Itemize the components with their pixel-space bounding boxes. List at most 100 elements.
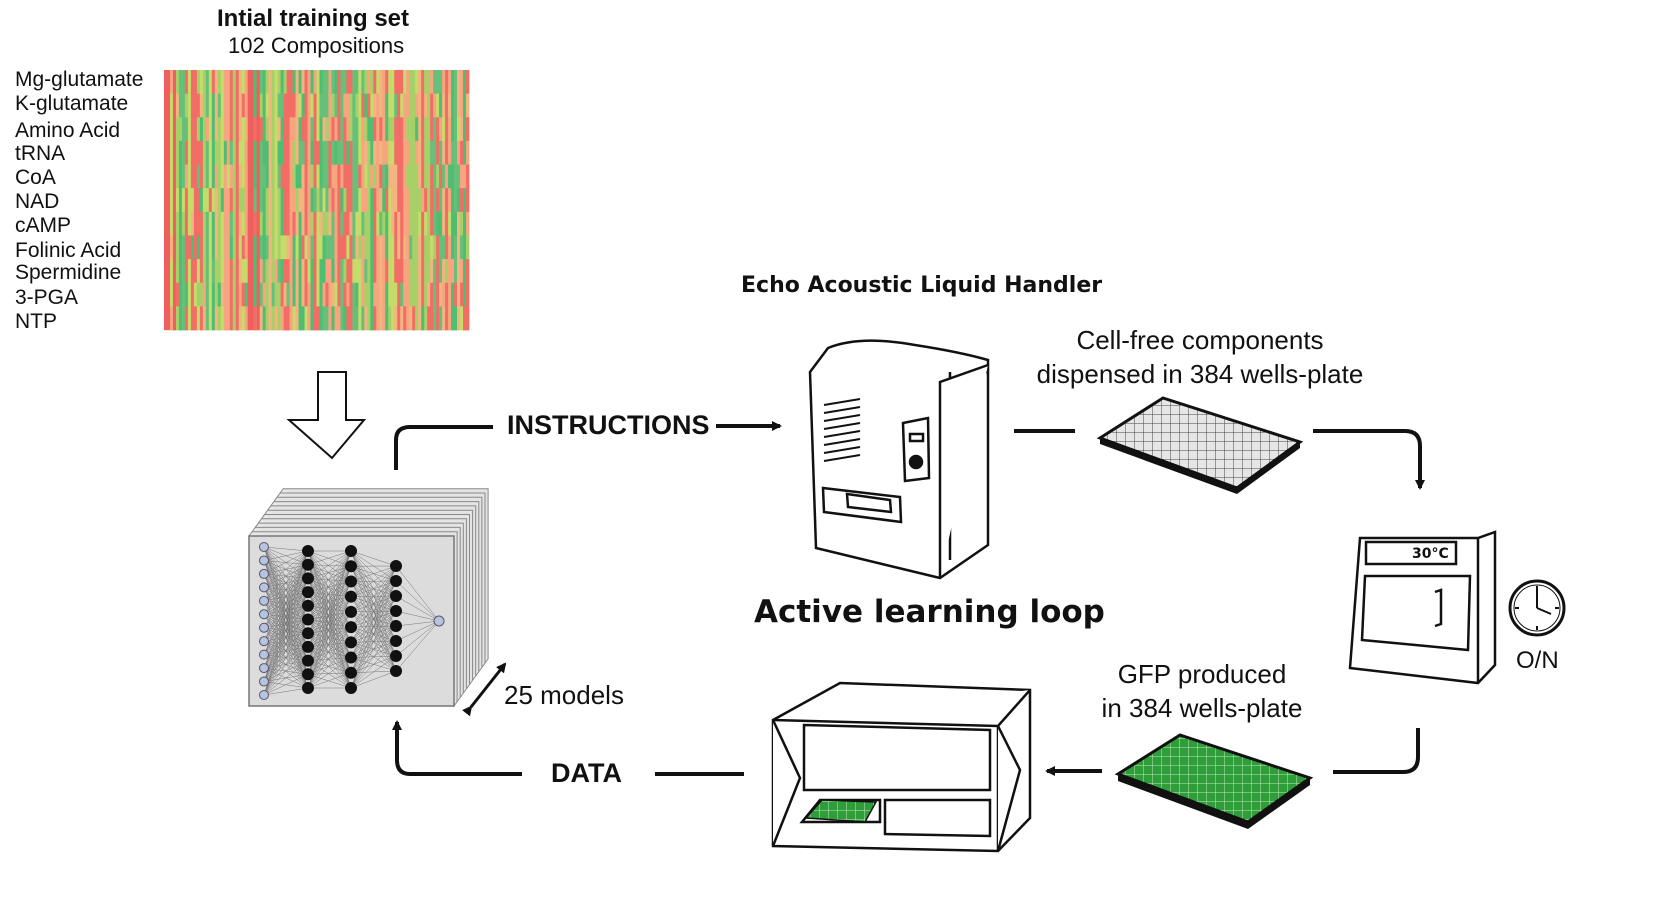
- nn-edge: [307, 605, 352, 643]
- heatmap-cell: [277, 93, 282, 118]
- nn-edge: [307, 626, 352, 689]
- heatmap-cell: [397, 211, 401, 236]
- plate-384-gfp-icon: [1114, 733, 1314, 829]
- nn-edge: [350, 565, 397, 613]
- heatmap-cell: [400, 188, 404, 213]
- heatmap-cell: [232, 117, 237, 142]
- heatmap-cell: [292, 164, 296, 189]
- heatmap-cell: [352, 259, 356, 284]
- heatmap-cell: [169, 140, 174, 165]
- nn-node: [390, 560, 402, 572]
- heatmap-cell: [178, 211, 183, 236]
- nn-edge: [263, 550, 309, 575]
- row-label-coa: CoA: [15, 166, 56, 189]
- heatmap-cell: [406, 93, 410, 118]
- heatmap-cell: [463, 259, 467, 284]
- heatmap-cell: [418, 188, 422, 213]
- nn-edge: [307, 611, 352, 648]
- heatmap-cell: [337, 117, 341, 142]
- heatmap-cell: [439, 259, 443, 284]
- heatmap-cell: [301, 70, 305, 95]
- heatmap-cell: [208, 282, 213, 307]
- heatmap-cell: [208, 117, 213, 142]
- heatmap-cell: [226, 164, 231, 189]
- heatmap-cell: [205, 282, 210, 307]
- heatmap-cell: [205, 164, 210, 189]
- incubator-temperature: 30°C: [1412, 546, 1449, 562]
- heatmap-cell: [436, 164, 440, 189]
- heatmap-cell: [235, 164, 240, 189]
- heatmap-cell: [391, 211, 395, 236]
- heatmap-cell: [229, 164, 234, 189]
- heatmap-cell: [301, 93, 305, 118]
- heatmap-cell: [283, 93, 287, 118]
- heatmap-cell: [346, 259, 350, 284]
- heatmap-cell: [400, 70, 404, 95]
- plate-384-empty-icon: [1096, 396, 1304, 494]
- heatmap-cell: [334, 188, 338, 213]
- heatmap-cell: [460, 282, 464, 307]
- heatmap-cell: [208, 140, 213, 165]
- heatmap-cell: [343, 70, 347, 95]
- heatmap-cell: [169, 259, 174, 284]
- heatmap-cell: [205, 117, 210, 142]
- heatmap-cell: [262, 70, 267, 95]
- nn-edge: [307, 566, 352, 620]
- heatmap-cell: [286, 93, 290, 118]
- heatmap-cell: [448, 306, 452, 331]
- heatmap-cell: [346, 140, 350, 165]
- heatmap-cell: [382, 259, 386, 284]
- heatmap-cell: [325, 140, 329, 165]
- heatmap-cell: [388, 140, 392, 165]
- heatmap-cell: [439, 70, 443, 95]
- nn-node: [302, 627, 314, 640]
- heatmap-cell: [238, 93, 243, 118]
- heatmap-cell: [325, 117, 329, 142]
- heatmap-cell: [253, 306, 258, 331]
- heatmap-cell: [298, 282, 302, 307]
- heatmap-cell: [370, 259, 374, 284]
- heatmap-cell: [235, 70, 240, 95]
- heatmap-cell: [454, 164, 458, 189]
- heatmap-cell: [361, 140, 365, 165]
- heatmap-cell: [181, 306, 186, 331]
- models-count-label: 25 models: [504, 680, 624, 710]
- heatmap-cell: [205, 306, 210, 331]
- heatmap-cell: [310, 93, 314, 118]
- heatmap-cell: [307, 140, 311, 165]
- heatmap-cell: [466, 93, 470, 118]
- heatmap-cell: [277, 140, 282, 165]
- heatmap-cell: [433, 188, 437, 213]
- heatmap-cell: [244, 93, 249, 118]
- heatmap-cell: [307, 70, 311, 95]
- heatmap-cell: [463, 235, 467, 260]
- heatmap-cell: [403, 117, 407, 142]
- heatmap-cell: [370, 188, 374, 213]
- heatmap-cell: [238, 211, 243, 236]
- heatmap-cell: [400, 93, 404, 118]
- heatmap-cell: [430, 70, 434, 95]
- nn-edge: [307, 578, 352, 628]
- heatmap-cell: [379, 164, 383, 189]
- nn-edge: [307, 591, 352, 673]
- heatmap-cell: [376, 93, 380, 118]
- heatmap-cell: [367, 140, 371, 165]
- heatmap-cell: [382, 93, 386, 118]
- heatmap-cell: [253, 117, 258, 142]
- nn-edge: [307, 550, 352, 689]
- heatmap-cell: [397, 117, 401, 142]
- heatmap-cell: [301, 117, 305, 142]
- heatmap-cell: [376, 259, 380, 284]
- heatmap-cell: [217, 188, 222, 213]
- nn-edge: [307, 591, 352, 613]
- heatmap-cell: [274, 188, 279, 213]
- nn-edge: [307, 564, 352, 613]
- heatmap-cell: [229, 211, 234, 236]
- heatmap-cell: [439, 235, 443, 260]
- heatmap-cell: [208, 259, 213, 284]
- heatmap-cell: [394, 93, 398, 118]
- heatmap-cell: [313, 211, 317, 236]
- heatmap-cell: [403, 188, 407, 213]
- nn-edge: [263, 633, 309, 696]
- heatmap-cell: [280, 259, 285, 284]
